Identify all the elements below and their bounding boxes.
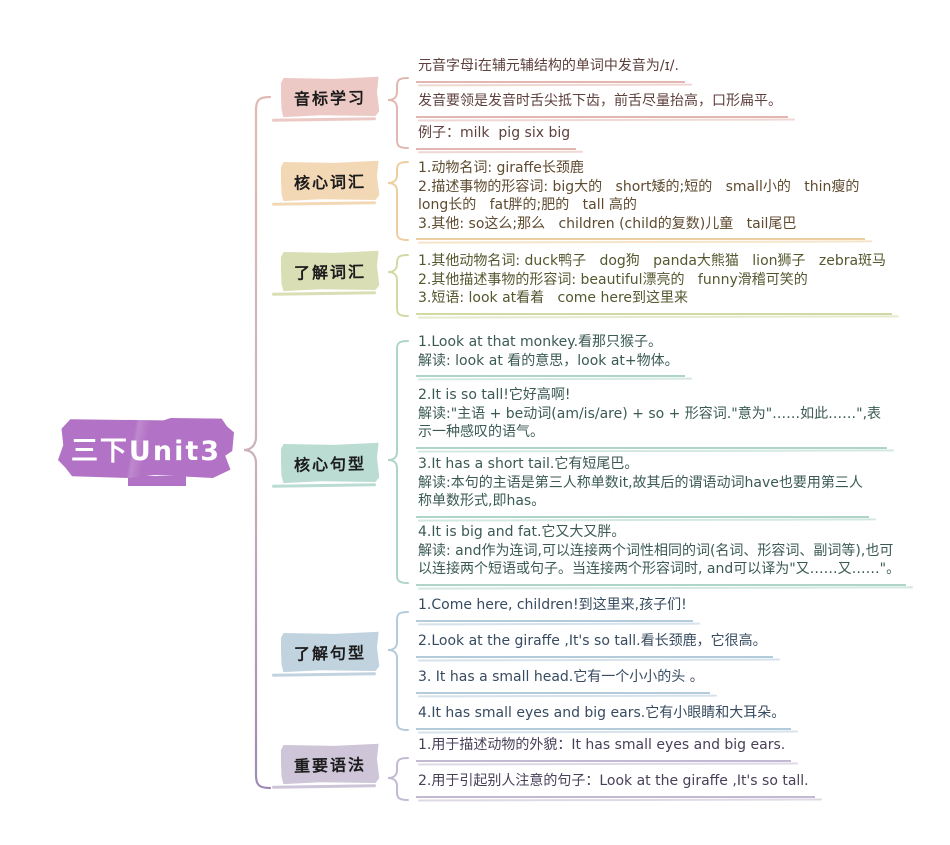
brace-extended-sentences <box>387 611 409 731</box>
leaf-node[interactable]: 2.It is so tall!它好高啊! 解读:"主语 + be动词(am/i… <box>416 386 888 449</box>
branch-label-phonetics[interactable]: 音标学习 <box>281 76 380 118</box>
leaf-node[interactable]: 1.用于描述动物的外貌：It has small eyes and big ea… <box>416 736 792 762</box>
leaf-node[interactable]: 3. It has a small head.它有一个小小的头 。 <box>416 668 710 694</box>
leaf-node[interactable]: 1.Come here, children!到这里来,孩子们! <box>416 596 693 622</box>
branch-label-core-sentences[interactable]: 核心句型 <box>281 442 380 484</box>
leaf-node[interactable]: 1.Look at that monkey.看那只猴子。 解读: look at… <box>416 333 685 377</box>
leaf-node[interactable]: 元音字母i在辅元辅结构的单词中发音为/ɪ/. <box>416 57 685 83</box>
brace-phonetics <box>387 77 409 149</box>
leaf-node[interactable]: 3.It has a short tail.它有短尾巴。 解读:本句的主语是第三… <box>416 455 869 518</box>
branch-label-extended-sentences[interactable]: 了解句型 <box>281 631 380 673</box>
leaf-node[interactable]: 2.用于引起别人注意的句子：Look at the giraffe ,It's … <box>416 772 815 798</box>
leaf-node[interactable]: 4.It has small eyes and big ears.它有小眼睛和大… <box>416 704 792 730</box>
branch-label-grammar[interactable]: 重要语法 <box>281 743 380 785</box>
branch-label-core-vocab[interactable]: 核心词汇 <box>281 160 380 202</box>
brace-extended-vocab <box>387 254 409 317</box>
main-curly-brace <box>243 95 272 790</box>
leaf-node[interactable]: 1.其他动物名词: duck鸭子 dog狗 panda大熊猫 lion狮子 ze… <box>416 252 893 315</box>
leaf-node[interactable]: 4.It is big and fat.它又大又胖。 解读: and作为连词,可… <box>416 523 907 586</box>
brace-grammar <box>387 757 409 801</box>
branch-label-extended-vocab[interactable]: 了解词汇 <box>281 250 380 292</box>
root-node[interactable]: 三下Unit3 <box>58 418 234 478</box>
brace-core-vocab <box>387 161 409 241</box>
leaf-node[interactable]: 2.Look at the giraffe ,It's so tall.看长颈鹿… <box>416 632 773 658</box>
brace-core-sentences <box>387 340 409 584</box>
leaf-node[interactable]: 发音要领是发音时舌尖抵下齿，前舌尽量抬高，口形扁平。 <box>416 92 788 118</box>
leaf-node[interactable]: 例子：milk pig six big <box>416 124 577 150</box>
root-node-paint-tab <box>128 476 186 486</box>
leaf-node[interactable]: 1.动物名词: giraffe长颈鹿 2.描述事物的形容词: big大的 sho… <box>416 159 866 240</box>
